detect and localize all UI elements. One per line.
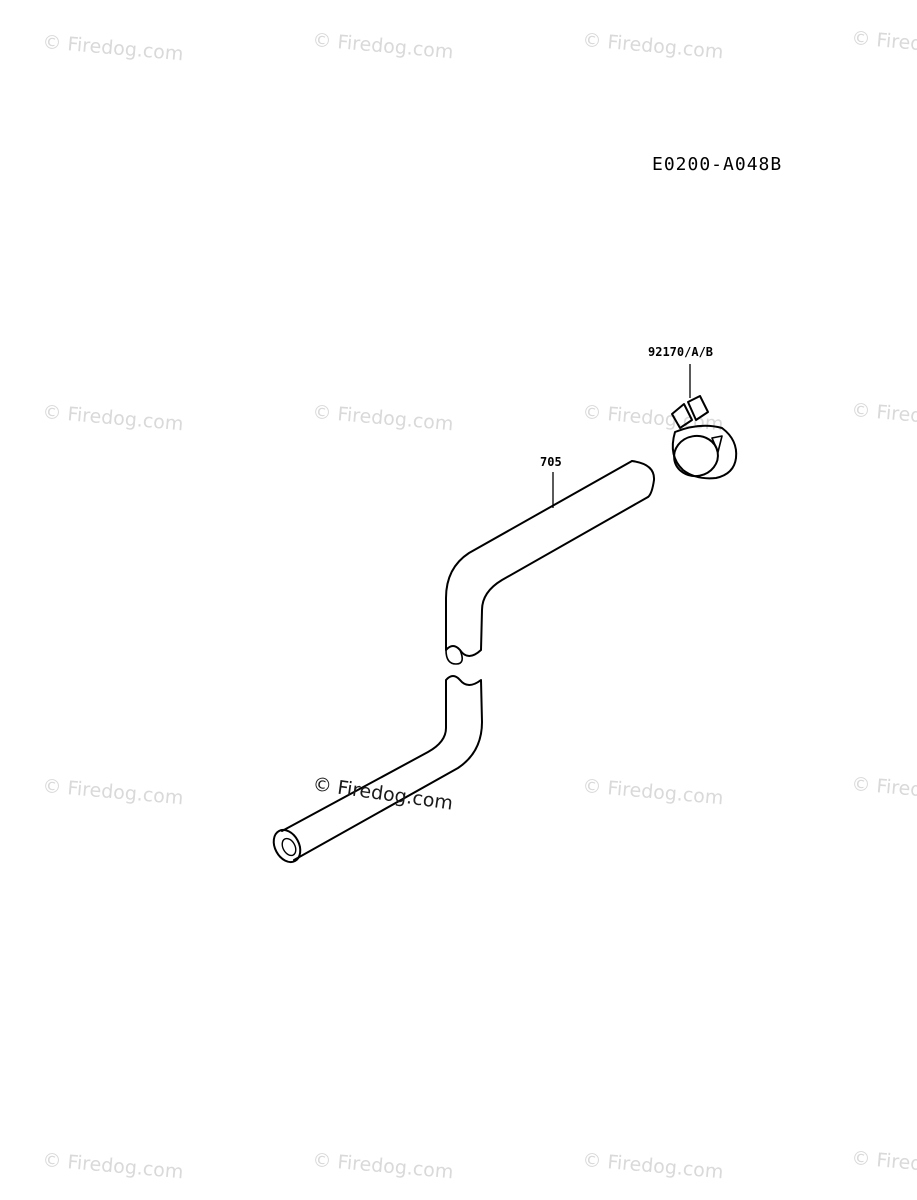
watermark: © Firedog.com	[851, 27, 917, 61]
watermark: © Firedog.com	[42, 1149, 185, 1183]
watermark-overlay: © Firedog.com	[311, 773, 454, 814]
watermark: © Firedog.com	[42, 31, 185, 65]
watermark: © Firedog.com	[42, 401, 185, 435]
clamp-ring-face	[673, 434, 719, 478]
watermark-grid: © Firedog.com © Firedog.com © Firedog.co…	[42, 27, 917, 1183]
clamp-tab-right	[687, 395, 709, 421]
hose-break-upper	[445, 649, 464, 665]
hose-lower-bore	[281, 837, 297, 857]
watermark: © Firedog.com	[312, 1149, 455, 1183]
watermark: © Firedog.com	[42, 775, 185, 809]
watermark: © Firedog.com	[312, 401, 455, 435]
watermark: © Firedog.com	[851, 773, 917, 807]
clamp-tab-left	[671, 403, 693, 429]
watermark: © Firedog.com	[851, 399, 917, 433]
diagram-reference-code: E0200-A048B	[652, 154, 782, 175]
hose-lower-section	[281, 675, 483, 861]
watermark: © Firedog.com	[582, 29, 725, 63]
watermark: © Firedog.com	[851, 1147, 917, 1181]
hose-lower-end	[272, 828, 302, 864]
watermark: © Firedog.com	[582, 1149, 725, 1183]
hose-upper-end	[631, 460, 656, 498]
hose-callout: 705	[540, 455, 562, 469]
watermark: © Firedog.com	[582, 775, 725, 809]
clamp-ring-outer	[671, 424, 738, 480]
watermark: © Firedog.com	[582, 401, 725, 435]
hose-705	[272, 460, 656, 864]
clamp-latch	[711, 435, 723, 453]
hose-upper-section	[445, 460, 649, 657]
clamp-callout: 92170/A/B	[648, 345, 713, 359]
watermark: © Firedog.com	[312, 29, 455, 63]
clamp-92170	[671, 395, 738, 480]
